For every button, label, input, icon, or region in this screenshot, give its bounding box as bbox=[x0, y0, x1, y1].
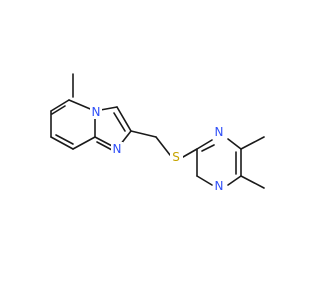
bond bbox=[72, 136, 96, 150]
bond bbox=[240, 175, 265, 189]
bond bbox=[196, 175, 213, 186]
atom-label-n-bridge: N bbox=[92, 105, 101, 119]
bond bbox=[155, 136, 171, 156]
bond bbox=[116, 106, 132, 132]
structure-canvas: N N S N N bbox=[50, 73, 265, 193]
atom-label-n-pyrimidine-bottom: N bbox=[215, 179, 224, 193]
bond bbox=[196, 139, 213, 150]
bond bbox=[201, 144, 215, 152]
atom-labels: N N S N N bbox=[90, 105, 226, 193]
bond bbox=[130, 130, 157, 138]
bond bbox=[94, 136, 115, 148]
atom-label-n-pyrimidine-top: N bbox=[215, 125, 224, 139]
bond bbox=[96, 141, 113, 151]
bond bbox=[50, 136, 74, 150]
bond bbox=[240, 136, 265, 150]
bond bbox=[227, 175, 242, 186]
bond bbox=[50, 99, 70, 112]
atom-label-sulfur: S bbox=[172, 150, 180, 164]
bond bbox=[113, 112, 126, 132]
bond bbox=[227, 138, 242, 150]
molecule-structure-diagram: N N S N N bbox=[50, 73, 265, 193]
bond bbox=[55, 134, 74, 145]
atom-label-n-imidazole: N bbox=[113, 142, 122, 156]
bond bbox=[182, 148, 198, 158]
bond bbox=[51, 105, 66, 115]
bonds bbox=[50, 73, 265, 189]
